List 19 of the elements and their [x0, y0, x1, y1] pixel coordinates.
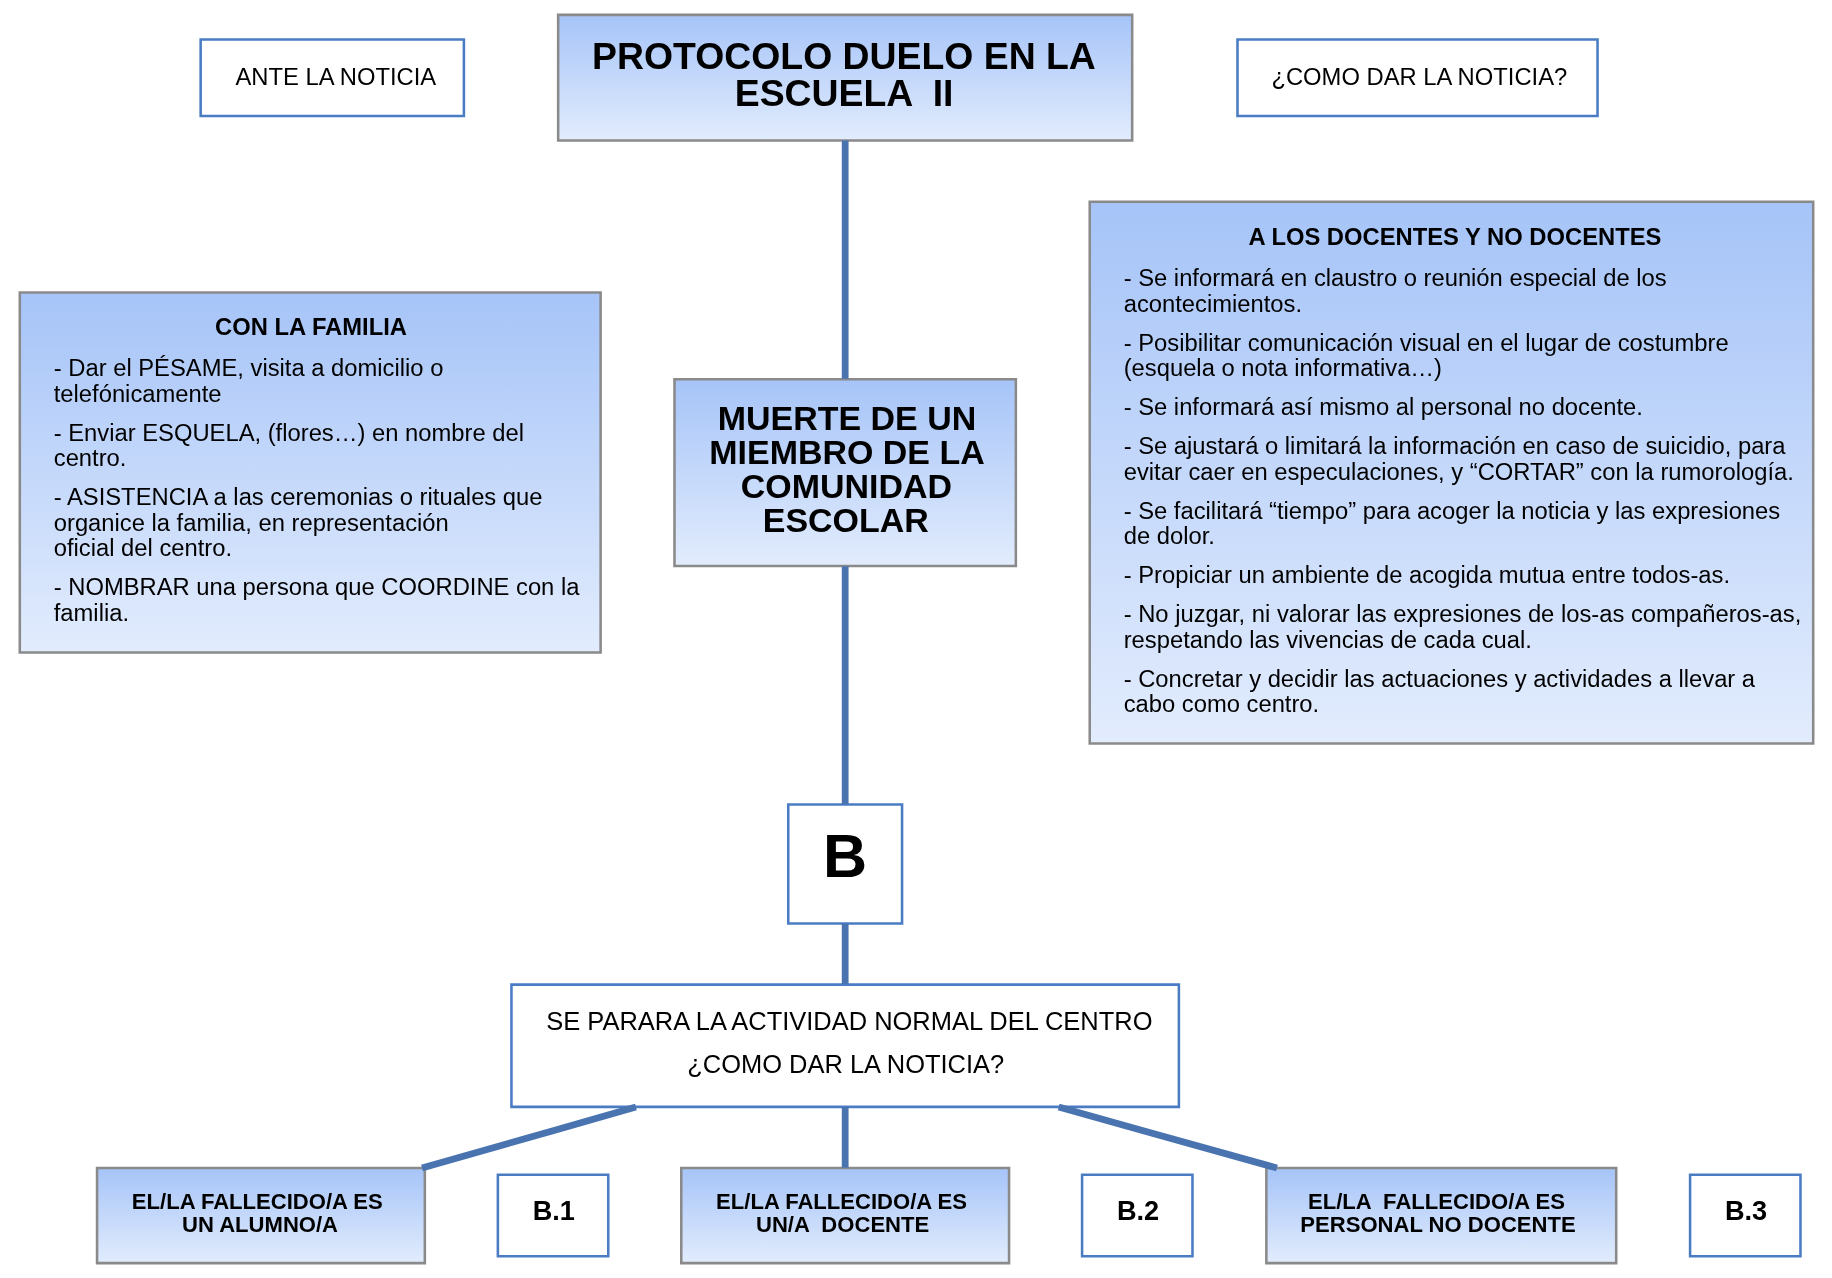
node-box: CON LA FAMILIA - Dar el PÉSAME, visita a domicilio o telefónicamente - Enviar ESQUELA, (flores…) en nombre del centro. - ASISTENCIA a las ceremonias o rituales que organice la familia, en representación oficial del centro. - NOMBRAR una persona que COORDINE con la familia. — [18, 291, 602, 654]
node-box: EL/LA FALLECIDO/A ES UN ALUMNO/A — [95, 1166, 426, 1265]
connector — [420, 1103, 637, 1172]
connector — [1057, 1103, 1278, 1172]
node-box: ANTE LA NOTICIA — [198, 38, 465, 118]
node-box: EL/LA FALLECIDO/A ES PERSONAL NO DOCENTE — [1264, 1166, 1617, 1265]
node-box: B.2 — [1080, 1173, 1194, 1258]
node-box: SE PARARA LA ACTIVIDAD NORMAL DEL CENTRO ¿COMO DAR LA NOTICIA? — [509, 983, 1180, 1109]
node-box: ¿COMO DAR LA NOTICIA? — [1235, 38, 1599, 118]
node-box: PROTOCOLO DUELO EN LA ESCUELA II — [556, 13, 1133, 142]
node-box: A LOS DOCENTES Y NO DOCENTES - Se informará en claustro o reunión especial de los acontecimientos. - Posibilitar comunicación visual en el lugar de costumbre (esquela o nota informativa…) - Se informará así mismo al personal no docente. - Se ajustará o limitará la información en caso de suicidio, para evitar caer en especulaciones, y “CORTAR” con la rumorología. - Se facilitará “tiempo” para acoger la noticia y las expresiones de dolor. - Propiciar un ambiente de acogida mutua entre todos-as. - No juzgar, ni valorar las expresiones de los-as compañeros-as, respetando las vivencias de cada cual. - Concretar y decidir las actuaciones y actividades a llevar a cabo como centro. — [1087, 200, 1814, 745]
connector — [841, 566, 849, 805]
connector — [841, 1107, 849, 1168]
node-box: B.3 — [1688, 1173, 1802, 1258]
node-box: EL/LA FALLECIDO/A ES UN/A DOCENTE — [679, 1166, 1010, 1265]
connector — [841, 140, 849, 379]
node-box: B — [786, 803, 903, 925]
node-box: MUERTE DE UN MIEMBRO DE LA COMUNIDAD ESCOLAR — [672, 377, 1017, 568]
node-box: B.1 — [496, 1173, 610, 1258]
